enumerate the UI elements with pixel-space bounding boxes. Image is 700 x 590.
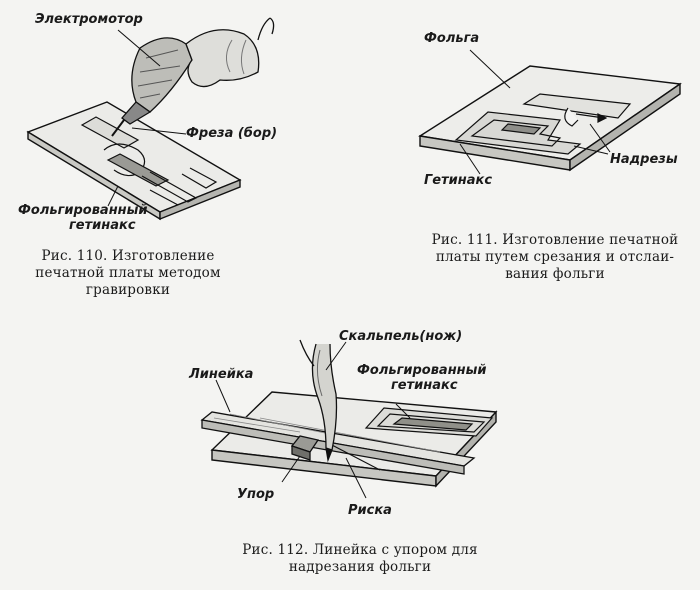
fig111-caption-line: вания фольги — [505, 265, 605, 282]
fig112-stop — [290, 435, 320, 461]
fig112-foil-pattern — [364, 407, 494, 437]
fig111-cut-pattern — [454, 93, 632, 155]
fig111-label-foil: Фольга — [424, 31, 480, 46]
fig110-caption-line: печатной платы методом — [35, 264, 221, 281]
fig110-caption-line: Рис. 110. Изготовление — [41, 248, 215, 264]
fig110-label-board-2: гетинакс — [69, 218, 136, 233]
fig112-label-stop: Упор — [237, 487, 275, 502]
fig110-label-cutter: Фреза (бор) — [186, 126, 278, 141]
fig112-scribe-line — [329, 443, 381, 471]
fig112-caption-line: надрезания фольги — [288, 558, 432, 575]
fig112-label-scribe: Риска — [348, 503, 392, 518]
fig110-label-motor: Электромотор — [35, 12, 143, 27]
fig112-label-scalpel: Скальпель(нож) — [339, 329, 463, 344]
fig111-caption: Рис. 111. Изготовление печатной платы пу… — [410, 232, 700, 283]
fig110-caption: Рис. 110. Изготовление печатной платы ме… — [8, 248, 248, 299]
fig110-leaders — [107, 29, 187, 207]
fig112-label-board-1: Фольгированный — [357, 363, 487, 378]
fig112-scalpel — [299, 339, 338, 463]
fig110-board — [26, 101, 242, 221]
fig110-caption-line: гравировки — [85, 281, 171, 298]
fig110-motor-hand — [111, 17, 275, 137]
fig112-label-ruler: Линейка — [189, 367, 254, 382]
fig112-leaders — [215, 341, 411, 499]
fig111-label-cuts: Надрезы — [610, 152, 678, 167]
fig112-label-board-2: гетинакс — [391, 378, 458, 393]
fig111-caption-line: Рис. 111. Изготовление печатной — [431, 232, 679, 248]
fig111-leaders — [459, 49, 611, 175]
fig111-caption-line: платы путем срезания и отслаи- — [435, 248, 675, 265]
fig110-label-board-1: Фольгированный — [18, 203, 148, 218]
fig112-caption: Рис. 112. Линейка с упором для надрезани… — [200, 542, 520, 576]
fig110-traces — [80, 116, 218, 206]
fig112-caption-line: Рис. 112. Линейка с упором для — [242, 542, 478, 558]
fig111-label-getinax: Гетинакс — [424, 173, 493, 188]
